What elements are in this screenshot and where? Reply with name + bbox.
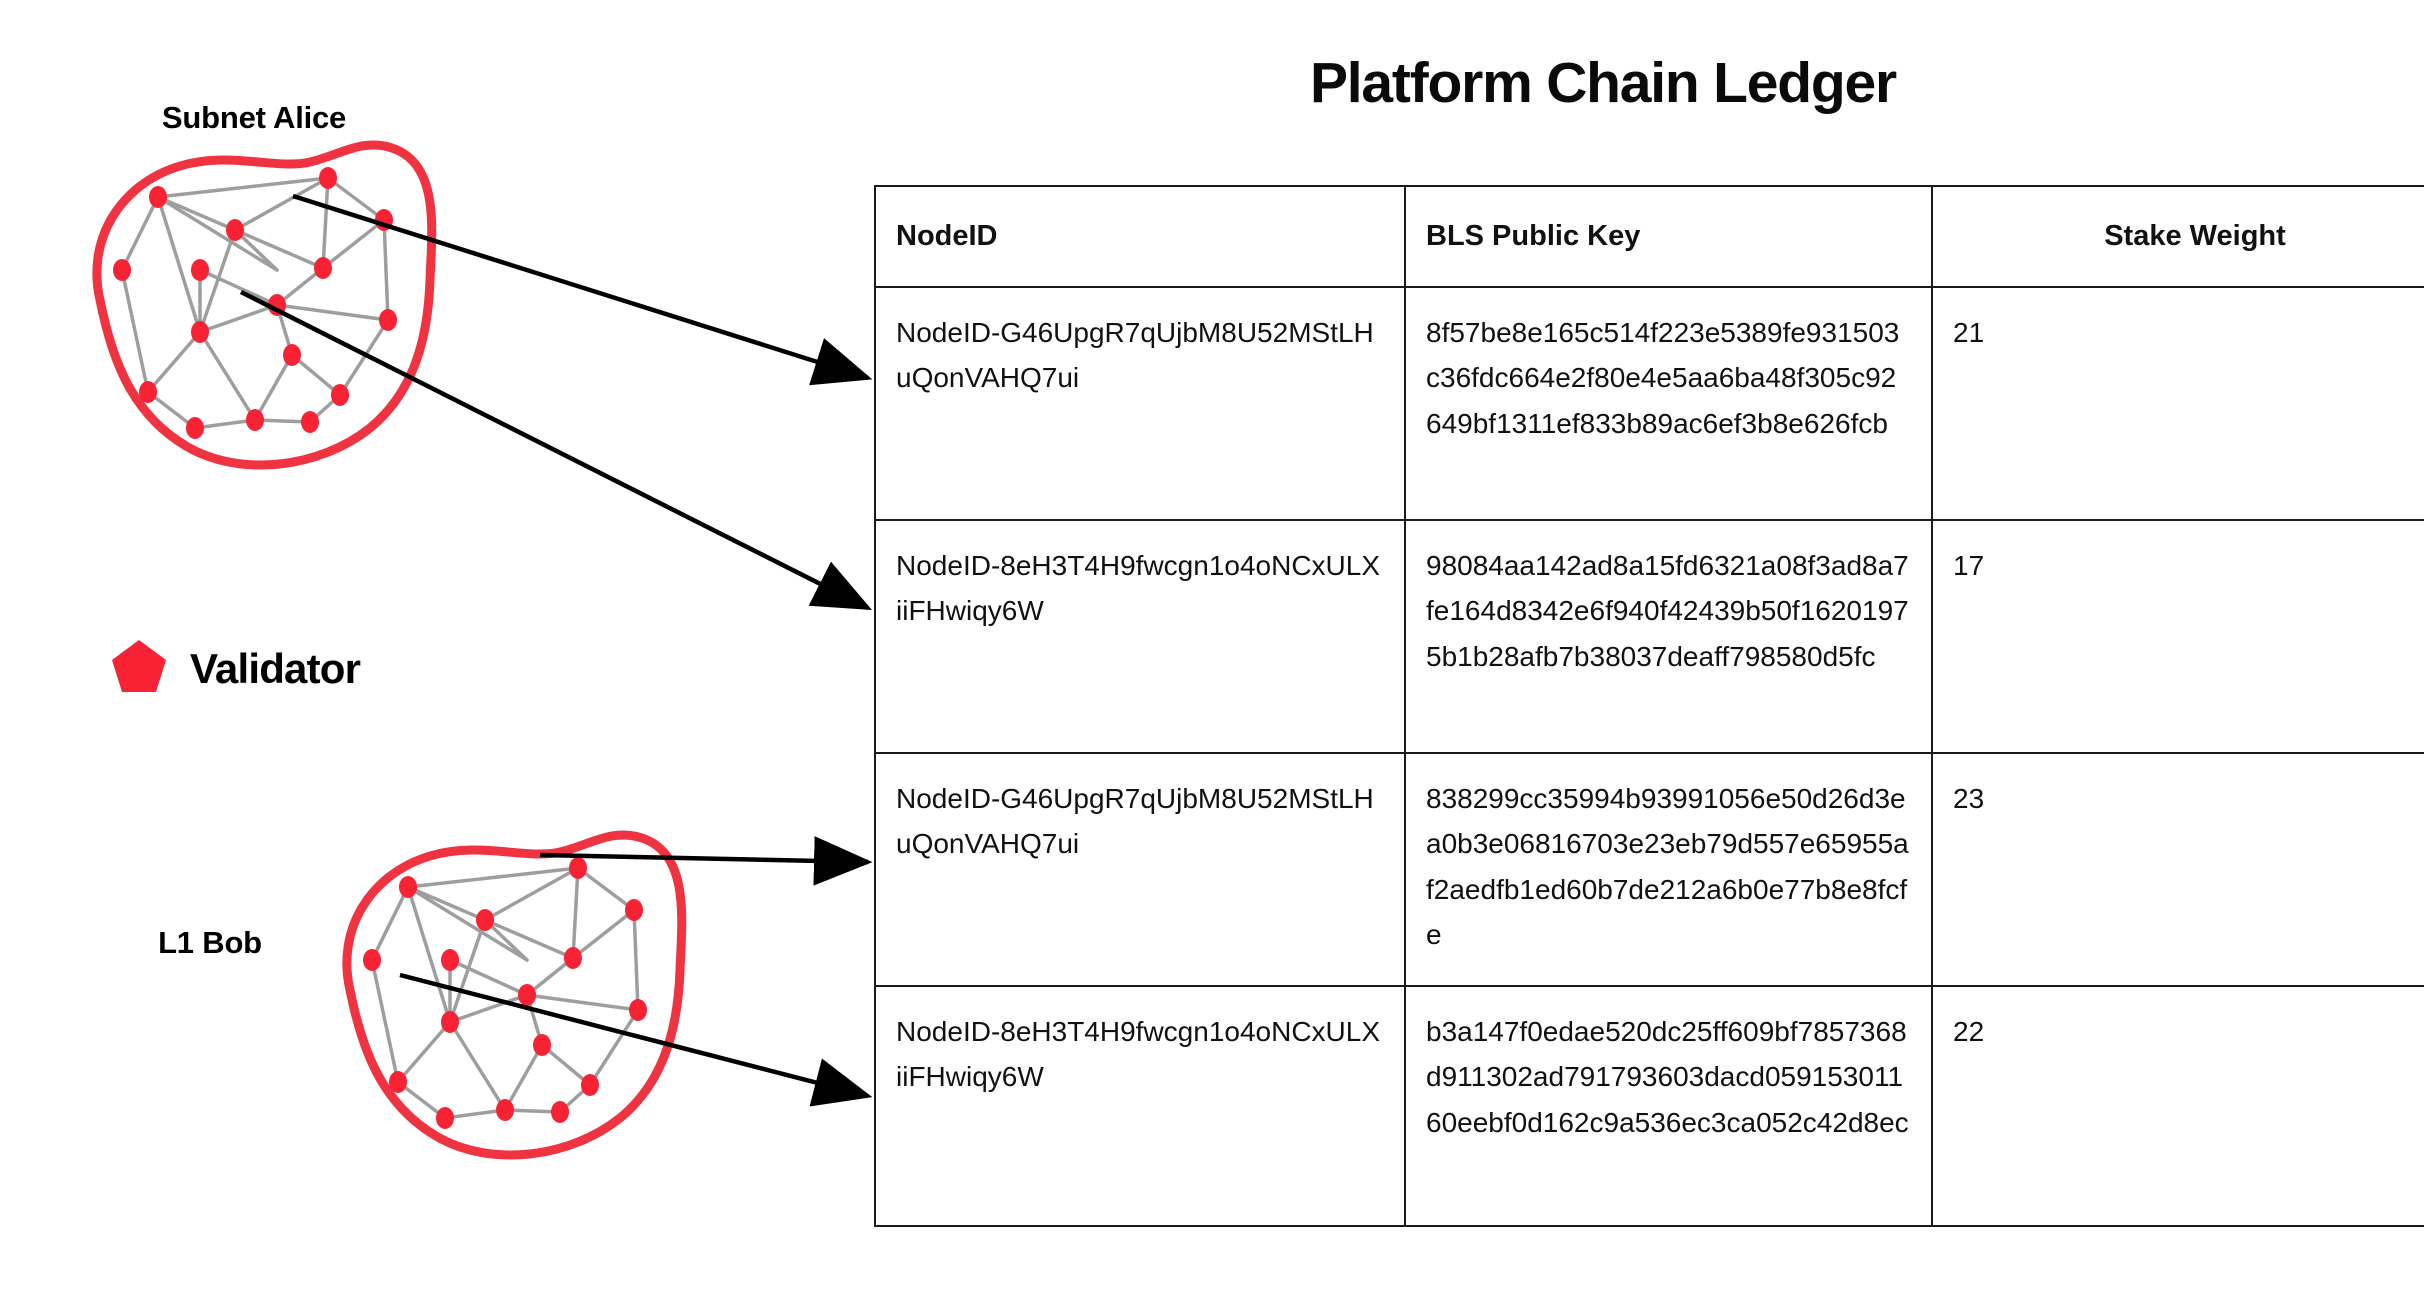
cell-stake-weight: 23 [1931, 751, 2424, 987]
table-row: NodeID-8eH3T4H9fwcgn1o4oNCxULXiiFHwiqy6W… [874, 518, 2424, 754]
subnet-alice-graph [97, 145, 432, 465]
cell-stake-weight: 17 [1931, 518, 2424, 754]
subnet-alice-label: Subnet Alice [161, 100, 347, 135]
arrow-alice-to-row1 [292, 193, 873, 386]
table-row: NodeID-G46UpgR7qUjbM8U52MStLHuQonVAHQ7ui… [874, 751, 2424, 987]
validator-legend: Validator [110, 638, 361, 699]
l1-bob-blob-outline [347, 835, 682, 1155]
column-header-stake-weight: Stake Weight [1931, 185, 2424, 288]
cell-bls-public-key: b3a147f0edae520dc25ff609bf7857368d911302… [1404, 984, 1933, 1227]
cell-nodeid: NodeID-G46UpgR7qUjbM8U52MStLHuQonVAHQ7ui [874, 751, 1406, 987]
cell-bls-public-key: 98084aa142ad8a15fd6321a08f3ad8a7fe164d83… [1404, 518, 1933, 754]
cell-stake-weight: 21 [1931, 285, 2424, 521]
table-row: NodeID-8eH3T4H9fwcgn1o4oNCxULXiiFHwiqy6W… [874, 984, 2424, 1227]
cell-bls-public-key: 838299cc35994b93991056e50d26d3ea0b3e0681… [1404, 751, 1933, 987]
cell-nodeid: NodeID-8eH3T4H9fwcgn1o4oNCxULXiiFHwiqy6W [874, 518, 1406, 754]
table-header: NodeID BLS Public Key Stake Weight [874, 185, 2424, 288]
table-row: NodeID-G46UpgR7qUjbM8U52MStLHuQonVAHQ7ui… [874, 285, 2424, 521]
table-header-row: NodeID BLS Public Key Stake Weight [874, 185, 2424, 288]
subnet-alice-node-graph [111, 165, 399, 441]
l1-bob-label: L1 Bob [158, 925, 262, 960]
cell-bls-public-key: 8f57be8e165c514f223e5389fe931503c36fdc66… [1404, 285, 1933, 521]
arrow-bob-to-row3 [539, 836, 873, 886]
column-header-bls-public-key: BLS Public Key [1404, 185, 1933, 288]
table-body: NodeID-G46UpgR7qUjbM8U52MStLHuQonVAHQ7ui… [874, 285, 2424, 1227]
cell-stake-weight: 22 [1931, 984, 2424, 1227]
subnet-alice-blob-outline [97, 145, 432, 465]
validator-legend-label: Validator [190, 644, 361, 692]
arrow-alice-to-row2 [239, 289, 873, 611]
cell-nodeid: NodeID-8eH3T4H9fwcgn1o4oNCxULXiiFHwiqy6W [874, 984, 1406, 1227]
l1-bob-node-graph [361, 855, 649, 1131]
page-title: Platform Chain Ledger [1309, 51, 1897, 115]
platform-chain-ledger-table: NodeID BLS Public Key Stake Weight NodeI… [874, 185, 2424, 1227]
pentagon-icon [110, 638, 168, 699]
column-header-nodeid: NodeID [874, 185, 1406, 288]
cell-nodeid: NodeID-G46UpgR7qUjbM8U52MStLHuQonVAHQ7ui [874, 285, 1406, 521]
arrow-bob-to-row4 [399, 972, 873, 1107]
l1-bob-graph [347, 835, 682, 1155]
